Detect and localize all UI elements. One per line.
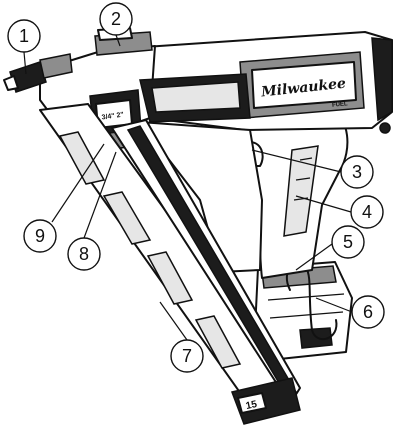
svg-text:2: 2 <box>111 9 121 29</box>
callout-6: 6 <box>351 295 385 329</box>
callout-4: 4 <box>350 195 384 229</box>
svg-text:6: 6 <box>363 302 373 322</box>
nose-tip <box>3 53 73 93</box>
callout-7: 7 <box>170 339 204 373</box>
svg-text:1: 1 <box>19 26 29 46</box>
callout-5: 5 <box>331 225 365 259</box>
motor-housing <box>129 31 393 134</box>
leader-lines <box>23 34 353 341</box>
callout-9: 9 <box>23 219 57 253</box>
magazine <box>39 103 301 425</box>
depth-label: 3/4" 2" <box>101 112 124 122</box>
callout-3: 3 <box>340 155 374 189</box>
fuel-badge: FUEL <box>332 101 349 109</box>
callout-2: 2 <box>99 2 133 36</box>
svg-text:9: 9 <box>35 226 45 246</box>
callout-1: 1 <box>7 19 41 53</box>
svg-text:3: 3 <box>352 162 362 182</box>
svg-text:7: 7 <box>182 346 192 366</box>
svg-text:5: 5 <box>343 232 353 252</box>
svg-text:8: 8 <box>79 244 89 264</box>
svg-text:4: 4 <box>362 202 372 222</box>
magazine-label: 15 <box>245 399 259 412</box>
callout-8: 8 <box>67 237 101 271</box>
drive-body <box>139 121 263 273</box>
